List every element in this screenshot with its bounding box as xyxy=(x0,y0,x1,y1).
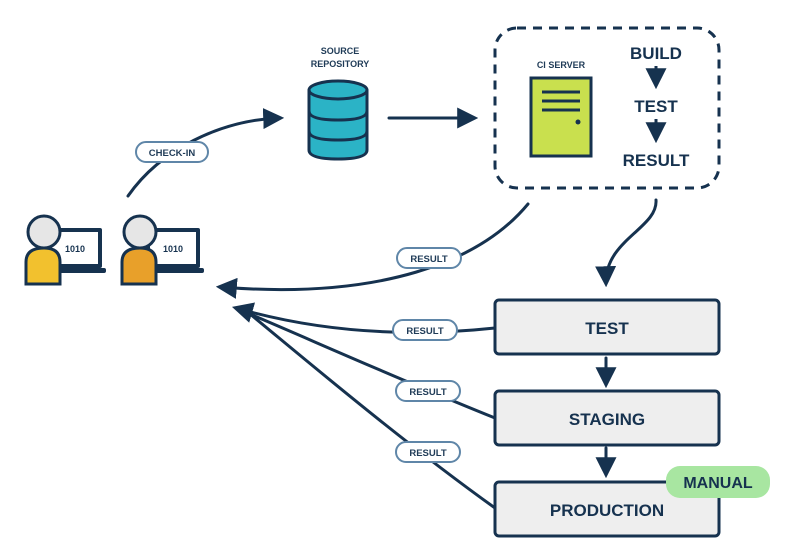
ci-result-arrow xyxy=(215,202,530,299)
stage-staging: STAGING xyxy=(493,389,721,447)
staging-result-arrow xyxy=(243,310,497,420)
ci-server-boundary xyxy=(493,26,721,190)
server-icon xyxy=(529,76,593,158)
result-pill-production: RESULT xyxy=(395,441,461,463)
stage-test: TEST xyxy=(493,298,721,356)
check-in-arrow xyxy=(126,108,285,198)
result-pill-staging: RESULT xyxy=(395,380,461,402)
stage-production-label: PRODUCTION xyxy=(550,501,664,520)
result-label: RESULT xyxy=(409,448,446,459)
check-in-pill: CHECK-IN xyxy=(135,141,209,163)
result-label: RESULT xyxy=(410,254,447,265)
result-pill-test: RESULT xyxy=(392,319,458,341)
stage-production: PRODUCTION xyxy=(493,480,721,538)
stage-test-label: TEST xyxy=(585,319,629,338)
result-label: RESULT xyxy=(406,326,443,337)
source-repo-label-line2: REPOSITORY xyxy=(311,59,370,69)
result-label: RESULT xyxy=(409,387,446,398)
person-icon xyxy=(120,214,158,286)
production-result-arrow xyxy=(248,312,497,510)
ci-server-group: CI SERVER BUILD TEST RESULT xyxy=(493,26,721,190)
test-result-arrow xyxy=(231,302,497,334)
manual-badge-label: MANUAL xyxy=(683,475,753,492)
connectors xyxy=(126,107,658,510)
ci-server-label: CI SERVER xyxy=(537,60,586,70)
ci-step-test: TEST xyxy=(634,97,678,116)
stage-staging-label: STAGING xyxy=(569,410,645,429)
database-icon xyxy=(307,79,369,161)
ci-step-build: BUILD xyxy=(630,44,682,63)
source-repo-label-line1: SOURCE xyxy=(321,46,360,56)
laptop-screen-text: 1010 xyxy=(65,244,85,254)
source-repository: SOURCE REPOSITORY xyxy=(307,46,370,161)
laptop-icon: 1010 xyxy=(40,228,106,273)
ci-step-result: RESULT xyxy=(623,151,690,170)
laptop-screen-text: 1010 xyxy=(163,244,183,254)
ci-to-test-arrow xyxy=(595,198,658,288)
check-in-label: CHECK-IN xyxy=(149,148,196,159)
person-icon xyxy=(24,214,62,286)
developer-2: 1010 xyxy=(120,214,204,286)
manual-badge: MANUAL xyxy=(666,466,770,498)
result-pill-ci: RESULT xyxy=(396,247,462,269)
developer-1: 1010 xyxy=(24,214,106,286)
